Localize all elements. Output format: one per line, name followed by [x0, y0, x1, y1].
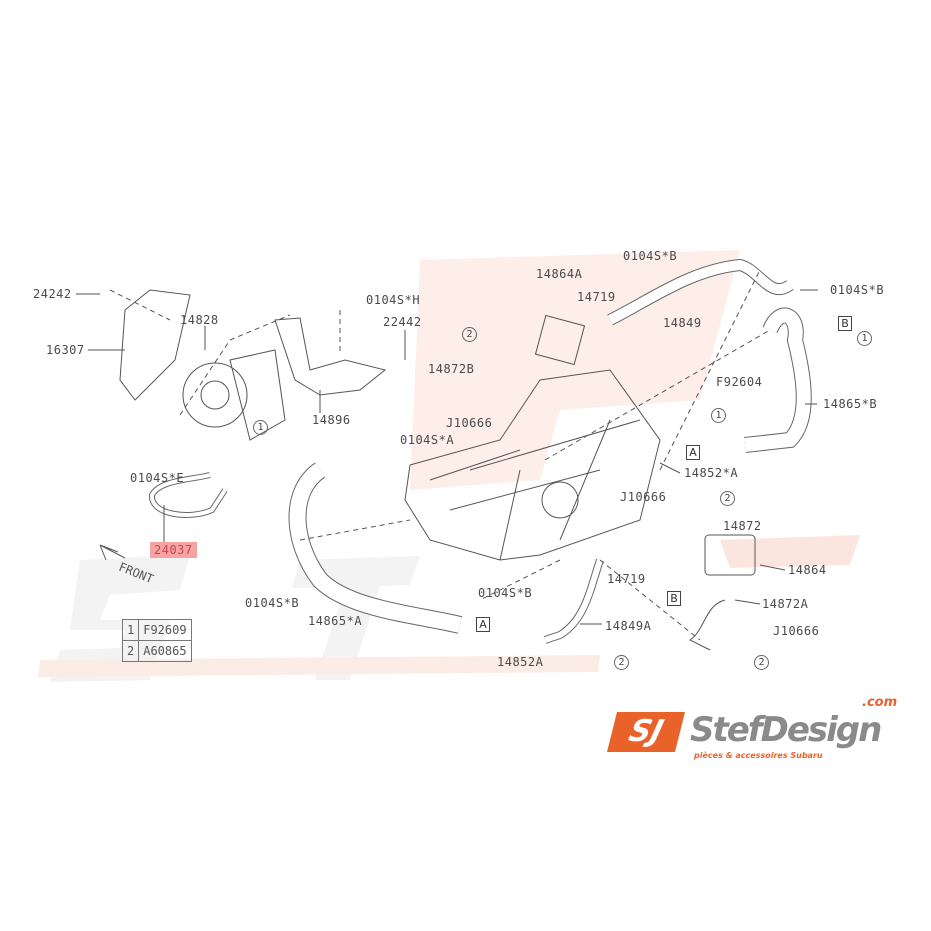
ref-box-a: A: [476, 617, 490, 632]
ref-1-icon: 1: [857, 331, 872, 346]
part-label[interactable]: 14828: [180, 313, 219, 327]
part-label[interactable]: F92604: [716, 375, 763, 389]
ref-2-icon: 2: [720, 491, 735, 506]
ref-2-icon: 2: [462, 327, 477, 342]
legend-part: A60865: [138, 640, 192, 662]
turbo-housing: [182, 362, 248, 428]
part-label[interactable]: 14865*B: [823, 397, 878, 411]
highlighted-part-label[interactable]: 24037: [150, 542, 197, 558]
valve-14864: [704, 534, 756, 576]
part-label[interactable]: 0104S*B: [245, 596, 300, 610]
ref-box-b: B: [838, 316, 852, 331]
part-label[interactable]: 14864A: [536, 267, 583, 281]
part-label[interactable]: 24242: [33, 287, 72, 301]
part-label[interactable]: 22442: [383, 315, 422, 329]
part-label[interactable]: 14872: [723, 519, 762, 533]
ref-1-icon: 1: [711, 408, 726, 423]
part-label[interactable]: 14852*A: [684, 466, 739, 480]
ref-box-b: B: [667, 591, 681, 606]
ref-2-icon: 2: [614, 655, 629, 670]
legend-part: F92609: [138, 619, 192, 641]
bracket-14872a: [689, 599, 726, 651]
ref-2-icon: 2: [754, 655, 769, 670]
leader-lines: [76, 289, 818, 625]
dashed-leaders: [109, 269, 771, 641]
part-label[interactable]: 14849: [663, 316, 702, 330]
part-label[interactable]: 14872B: [428, 362, 475, 376]
part-label[interactable]: 0104S*A: [400, 433, 455, 447]
part-label[interactable]: J10666: [620, 490, 667, 504]
part-label[interactable]: 14865*A: [308, 614, 363, 628]
front-arrow-icon: [99, 544, 126, 561]
part-label[interactable]: 14864: [788, 563, 827, 577]
logo-mark: SJ: [607, 712, 685, 752]
stefdesign-logo: SJ StefDesign .com pièces & accessoires …: [607, 696, 922, 766]
engine-block: [404, 369, 661, 561]
valve-14864a: [534, 314, 586, 366]
part-label[interactable]: 14896: [312, 413, 351, 427]
logo-com: .com: [862, 695, 898, 710]
ref-1-icon: 1: [253, 420, 268, 435]
heat-shield: [119, 289, 191, 401]
part-label[interactable]: J10666: [773, 624, 820, 638]
part-label[interactable]: 14849A: [605, 619, 652, 633]
part-label[interactable]: 14719: [577, 290, 616, 304]
bracket: [274, 317, 387, 396]
ref-box-a: A: [686, 445, 700, 460]
part-label[interactable]: 0104S*B: [623, 249, 678, 263]
part-label[interactable]: J10666: [446, 416, 493, 430]
part-label[interactable]: 0104S*B: [830, 283, 885, 297]
part-label[interactable]: 14872A: [762, 597, 809, 611]
logo-tagline: pièces & accessoires Subaru: [694, 751, 823, 760]
part-label[interactable]: 0104S*H: [366, 293, 421, 307]
legend-ref: 1: [121, 619, 140, 641]
part-label[interactable]: 16307: [46, 343, 85, 357]
part-label[interactable]: 0104S*B: [478, 586, 533, 600]
part-label[interactable]: 14719: [607, 572, 646, 586]
logo-name: StefDesign: [690, 710, 882, 750]
legend-ref: 2: [121, 640, 140, 662]
part-label[interactable]: 0104S*E: [130, 471, 185, 485]
part-label[interactable]: 14852A: [497, 655, 544, 669]
